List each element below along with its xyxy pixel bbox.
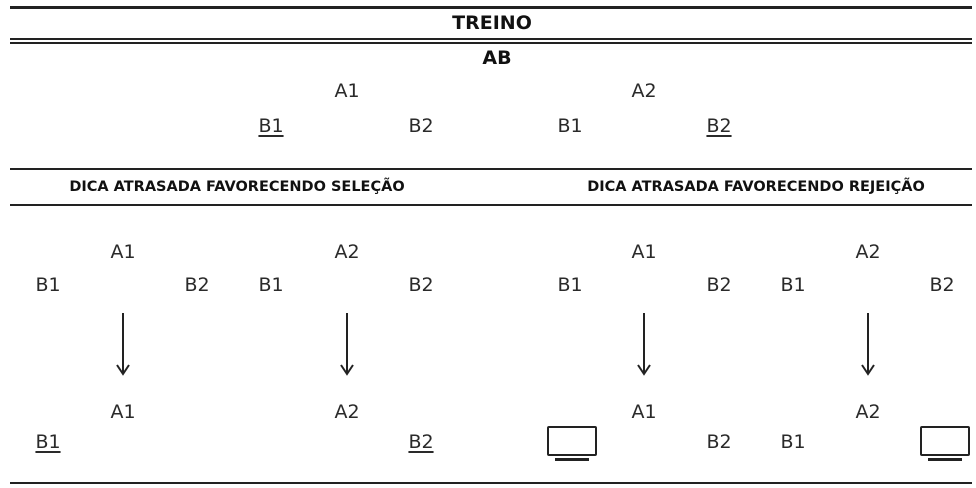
top-trial-2-sample: A2 [631,80,657,102]
g2-lower-right: B2 [408,431,434,453]
section-rule-top [10,168,972,170]
title-rule-a [10,38,972,40]
down-arrow-icon [340,313,354,376]
g2-lower-sample: A2 [334,401,360,423]
g1-left: B1 [35,274,61,296]
screen-icon [918,424,972,464]
g4-lower-left: B1 [780,431,806,453]
section-rule-bottom [10,204,972,206]
g4-left: B1 [780,274,806,296]
section-selection-header: DICA ATRASADA FAVORECENDO SELEÇÃO [69,179,405,195]
down-arrow-icon [861,313,875,376]
title-treino: TREINO [452,12,532,34]
g3-right: B2 [706,274,732,296]
top-trial-1-right: B2 [408,115,434,137]
title-rule-b [10,42,972,44]
down-arrow-icon [116,313,130,376]
g2-left: B1 [258,274,284,296]
screen-icon [545,424,599,464]
g1-sample: A1 [110,241,136,263]
bottom-rule [10,482,972,484]
top-trial-1-sample: A1 [334,80,360,102]
subtitle-ab: AB [482,47,512,69]
g3-lower-sample: A1 [631,401,657,423]
g2-sample: A2 [334,241,360,263]
g1-right: B2 [184,274,210,296]
g3-left: B1 [557,274,583,296]
down-arrow-icon [637,313,651,376]
top-trial-1-left: B1 [258,115,284,137]
g1-lower-left: B1 [35,431,61,453]
g4-lower-sample: A2 [855,401,881,423]
g3-lower-right: B2 [706,431,732,453]
top-trial-2-right: B2 [706,115,732,137]
g4-right: B2 [929,274,955,296]
top-rule [10,6,972,9]
top-trial-2-left: B1 [557,115,583,137]
g3-sample: A1 [631,241,657,263]
g1-lower-sample: A1 [110,401,136,423]
section-rejection-header: DICA ATRASADA FAVORECENDO REJEIÇÃO [587,179,925,195]
g4-sample: A2 [855,241,881,263]
g2-right: B2 [408,274,434,296]
